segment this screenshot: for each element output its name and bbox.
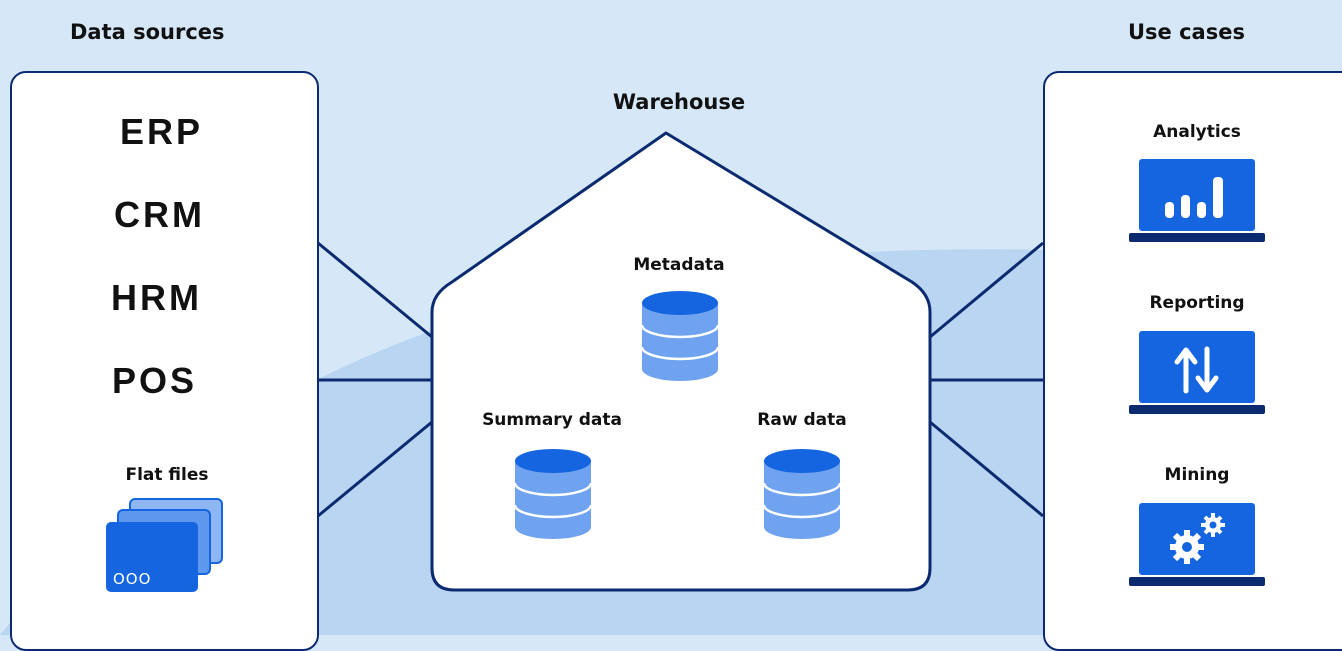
raw-data-label: Raw data: [757, 410, 847, 430]
source-erp: ERP: [120, 111, 204, 152]
metadata-label: Metadata: [633, 255, 725, 275]
flat-files-card-glyph: OOO: [113, 570, 151, 588]
source-hrm: HRM: [111, 277, 202, 318]
analytics-label: Analytics: [1153, 122, 1241, 142]
connector-right-top: [929, 241, 1044, 339]
source-crm: CRM: [114, 194, 205, 235]
use-cases-title: Use cases: [1128, 20, 1245, 44]
flat-files-label: Flat files: [125, 465, 209, 485]
source-pos: POS: [112, 360, 198, 401]
connector-left-bottom: [317, 420, 433, 518]
flat-files-icon: OOO: [106, 498, 223, 592]
up-down-arrows-icon: [1174, 346, 1219, 394]
data-sources-title: Data sources: [70, 20, 225, 44]
summary-data-database-icon: [513, 449, 593, 539]
data-sources-panel: ERP CRM HRM POS Flat files OOO: [10, 71, 319, 651]
analytics-laptop-icon: [1129, 159, 1265, 242]
use-cases-panel: Analytics Reporting Mining: [1043, 71, 1342, 651]
summary-data-label: Summary data: [482, 410, 622, 430]
connector-right-bottom: [929, 420, 1044, 518]
mining-laptop-icon: [1129, 503, 1265, 586]
gears-icon: [1170, 513, 1225, 564]
bar-chart-icon: [1165, 177, 1223, 218]
reporting-label: Reporting: [1149, 293, 1245, 313]
raw-data-database-icon: [762, 449, 842, 539]
connector-left-top: [317, 241, 433, 339]
warehouse-title: Warehouse: [612, 90, 746, 114]
mining-label: Mining: [1164, 465, 1230, 485]
reporting-laptop-icon: [1129, 331, 1265, 414]
metadata-database-icon: [640, 291, 720, 381]
